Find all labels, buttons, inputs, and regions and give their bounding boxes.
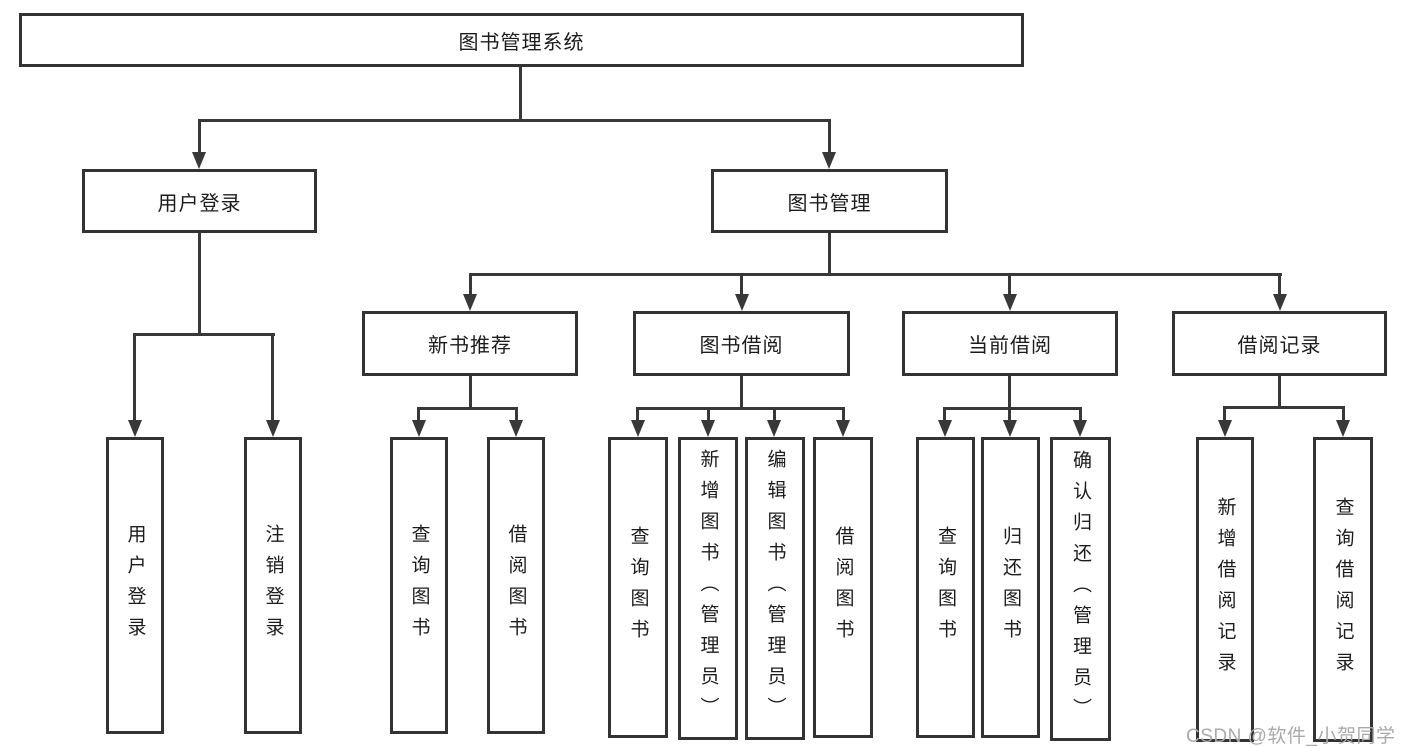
arrowhead-icon (1003, 294, 1017, 311)
arrowhead-icon (767, 420, 781, 437)
arrowhead-icon (266, 420, 280, 437)
arrowhead-icon (701, 420, 715, 437)
node-user-login: 用户登录 (82, 169, 317, 233)
leaf-query-books-borrow: 查询图书 (608, 437, 668, 738)
node-borrow-records: 借阅记录 (1172, 311, 1387, 376)
arrowhead-icon (836, 420, 850, 437)
connector-drop (198, 119, 201, 155)
arrowhead-icon (1336, 420, 1350, 437)
connector-drop (515, 407, 518, 423)
connector-drop (469, 273, 472, 299)
leaf-query-books-recommend: 查询图书 (390, 437, 448, 734)
node-new-book-recommend: 新书推荐 (362, 311, 578, 376)
leaf-confirm-return-admin: 确认归还（管理员） (1050, 437, 1111, 741)
arrowhead-icon (412, 420, 426, 437)
connector-drop (1342, 406, 1345, 423)
node-library-system: 图书管理系统 (19, 13, 1024, 67)
leaf-query-books-current: 查询图书 (916, 437, 975, 738)
connector-stem (469, 376, 472, 410)
arrowhead-icon (1073, 420, 1087, 437)
connector-drop (1278, 273, 1281, 299)
connector-rail (417, 407, 518, 410)
arrowhead-icon (509, 420, 523, 437)
node-book-borrow: 图书借阅 (633, 311, 850, 376)
leaf-logout: 注销登录 (244, 437, 302, 734)
arrowhead-icon (463, 294, 477, 311)
arrowhead-icon (1003, 420, 1017, 437)
arrowhead-icon (128, 420, 142, 437)
connector-drop (1223, 406, 1226, 423)
arrowhead-icon (192, 152, 206, 169)
arrowhead-icon (735, 294, 749, 311)
leaf-return-book: 归还图书 (981, 437, 1040, 738)
connector-drop (828, 119, 831, 155)
node-current-borrow: 当前借阅 (902, 311, 1118, 376)
connector-drop (417, 407, 420, 423)
arrowhead-icon (938, 420, 952, 437)
leaf-add-book-admin: 新增图书（管理员） (678, 437, 738, 740)
connector-drop (1008, 273, 1011, 299)
connector-drop (133, 333, 136, 423)
connector-drop (636, 407, 639, 423)
connector-rail (943, 407, 1082, 410)
connector-drop (943, 407, 946, 423)
leaf-borrow-books: 借阅图书 (813, 437, 873, 738)
leaf-edit-book-admin: 编辑图书（管理员） (745, 437, 805, 740)
arrowhead-icon (1273, 294, 1287, 311)
connector-stem (1008, 376, 1011, 410)
connector-drop (707, 407, 710, 423)
leaf-user-login: 用户登录 (106, 437, 164, 734)
connector-drop (842, 407, 845, 423)
leaf-add-borrow-record: 新增借阅记录 (1196, 437, 1254, 742)
connector-rail (1223, 406, 1345, 409)
leaf-query-borrow-record: 查询借阅记录 (1313, 437, 1373, 742)
leaf-borrow-books-recommend: 借阅图书 (487, 437, 545, 734)
connector-drop (740, 273, 743, 299)
connector-rail-level3 (469, 273, 1282, 276)
connector-stem (740, 376, 743, 410)
arrowhead-icon (822, 152, 836, 169)
connector-root-stem (519, 67, 522, 119)
connector-rail (636, 407, 845, 410)
node-book-management: 图书管理 (711, 169, 948, 233)
connector-drop (1008, 407, 1011, 423)
connector-drop (1079, 407, 1082, 423)
connector-drop (773, 407, 776, 423)
connector-bookmgmt-stem (828, 233, 831, 275)
arrowhead-icon (1218, 420, 1232, 437)
connector-stem (1278, 376, 1281, 409)
csdn-watermark: CSDN @软件_小贺同学 (1186, 726, 1396, 747)
connector-rail-level2 (198, 119, 831, 122)
connector-rail-userlogin (133, 333, 275, 336)
arrowhead-icon (631, 420, 645, 437)
connector-userlogin-stem (198, 233, 201, 335)
connector-drop (271, 333, 274, 423)
